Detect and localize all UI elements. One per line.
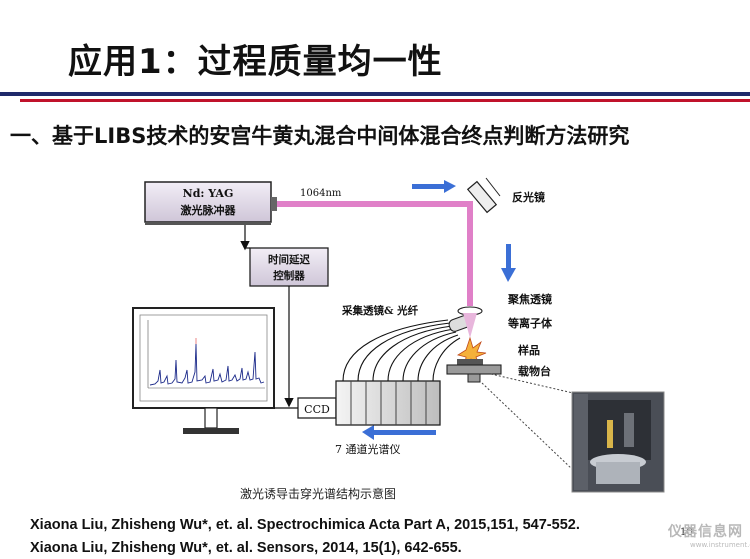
laser-label-1: Nd: YAG bbox=[183, 187, 234, 200]
spectrometer bbox=[336, 381, 440, 425]
watermark-text: 仪器信息网 bbox=[668, 521, 743, 541]
delay-label-1: 时间延迟 bbox=[268, 253, 310, 266]
focus-label: 聚焦透镜 bbox=[507, 292, 552, 306]
delay-label-2: 控制器 bbox=[273, 269, 305, 282]
sample-label: 样品 bbox=[518, 343, 540, 357]
stage-label: 载物台 bbox=[518, 364, 551, 378]
wavelength-label: 1064nm bbox=[300, 188, 342, 199]
blue-arrow-down bbox=[501, 244, 516, 282]
ccd-label: CCD bbox=[304, 403, 330, 416]
instrument-photo bbox=[572, 392, 664, 492]
monitor bbox=[133, 308, 274, 434]
reference-1: Xiaona Liu, Zhisheng Wu*, et. al. Spectr… bbox=[30, 517, 580, 533]
blue-arrow-left bbox=[362, 425, 436, 440]
collect-label: 采集透镜& 光纤 bbox=[341, 304, 419, 317]
optical-fibers bbox=[343, 320, 460, 381]
plasma-label: 等离子体 bbox=[507, 316, 553, 330]
watermark-url: www.instrument.com.cn bbox=[690, 541, 750, 549]
sample bbox=[457, 359, 483, 365]
blue-arrow-right bbox=[412, 180, 456, 193]
mirror-label: 反光镜 bbox=[512, 190, 545, 204]
laser-label-2: 激光脉冲器 bbox=[181, 203, 237, 217]
stage bbox=[447, 365, 501, 374]
spectrometer-label: 7 通道光谱仪 bbox=[335, 442, 401, 456]
reference-2: Xiaona Liu, Zhisheng Wu*, et. al. Sensor… bbox=[30, 540, 462, 556]
diagram-caption: 激光诱导击穿光谱结构示意图 bbox=[240, 485, 396, 502]
